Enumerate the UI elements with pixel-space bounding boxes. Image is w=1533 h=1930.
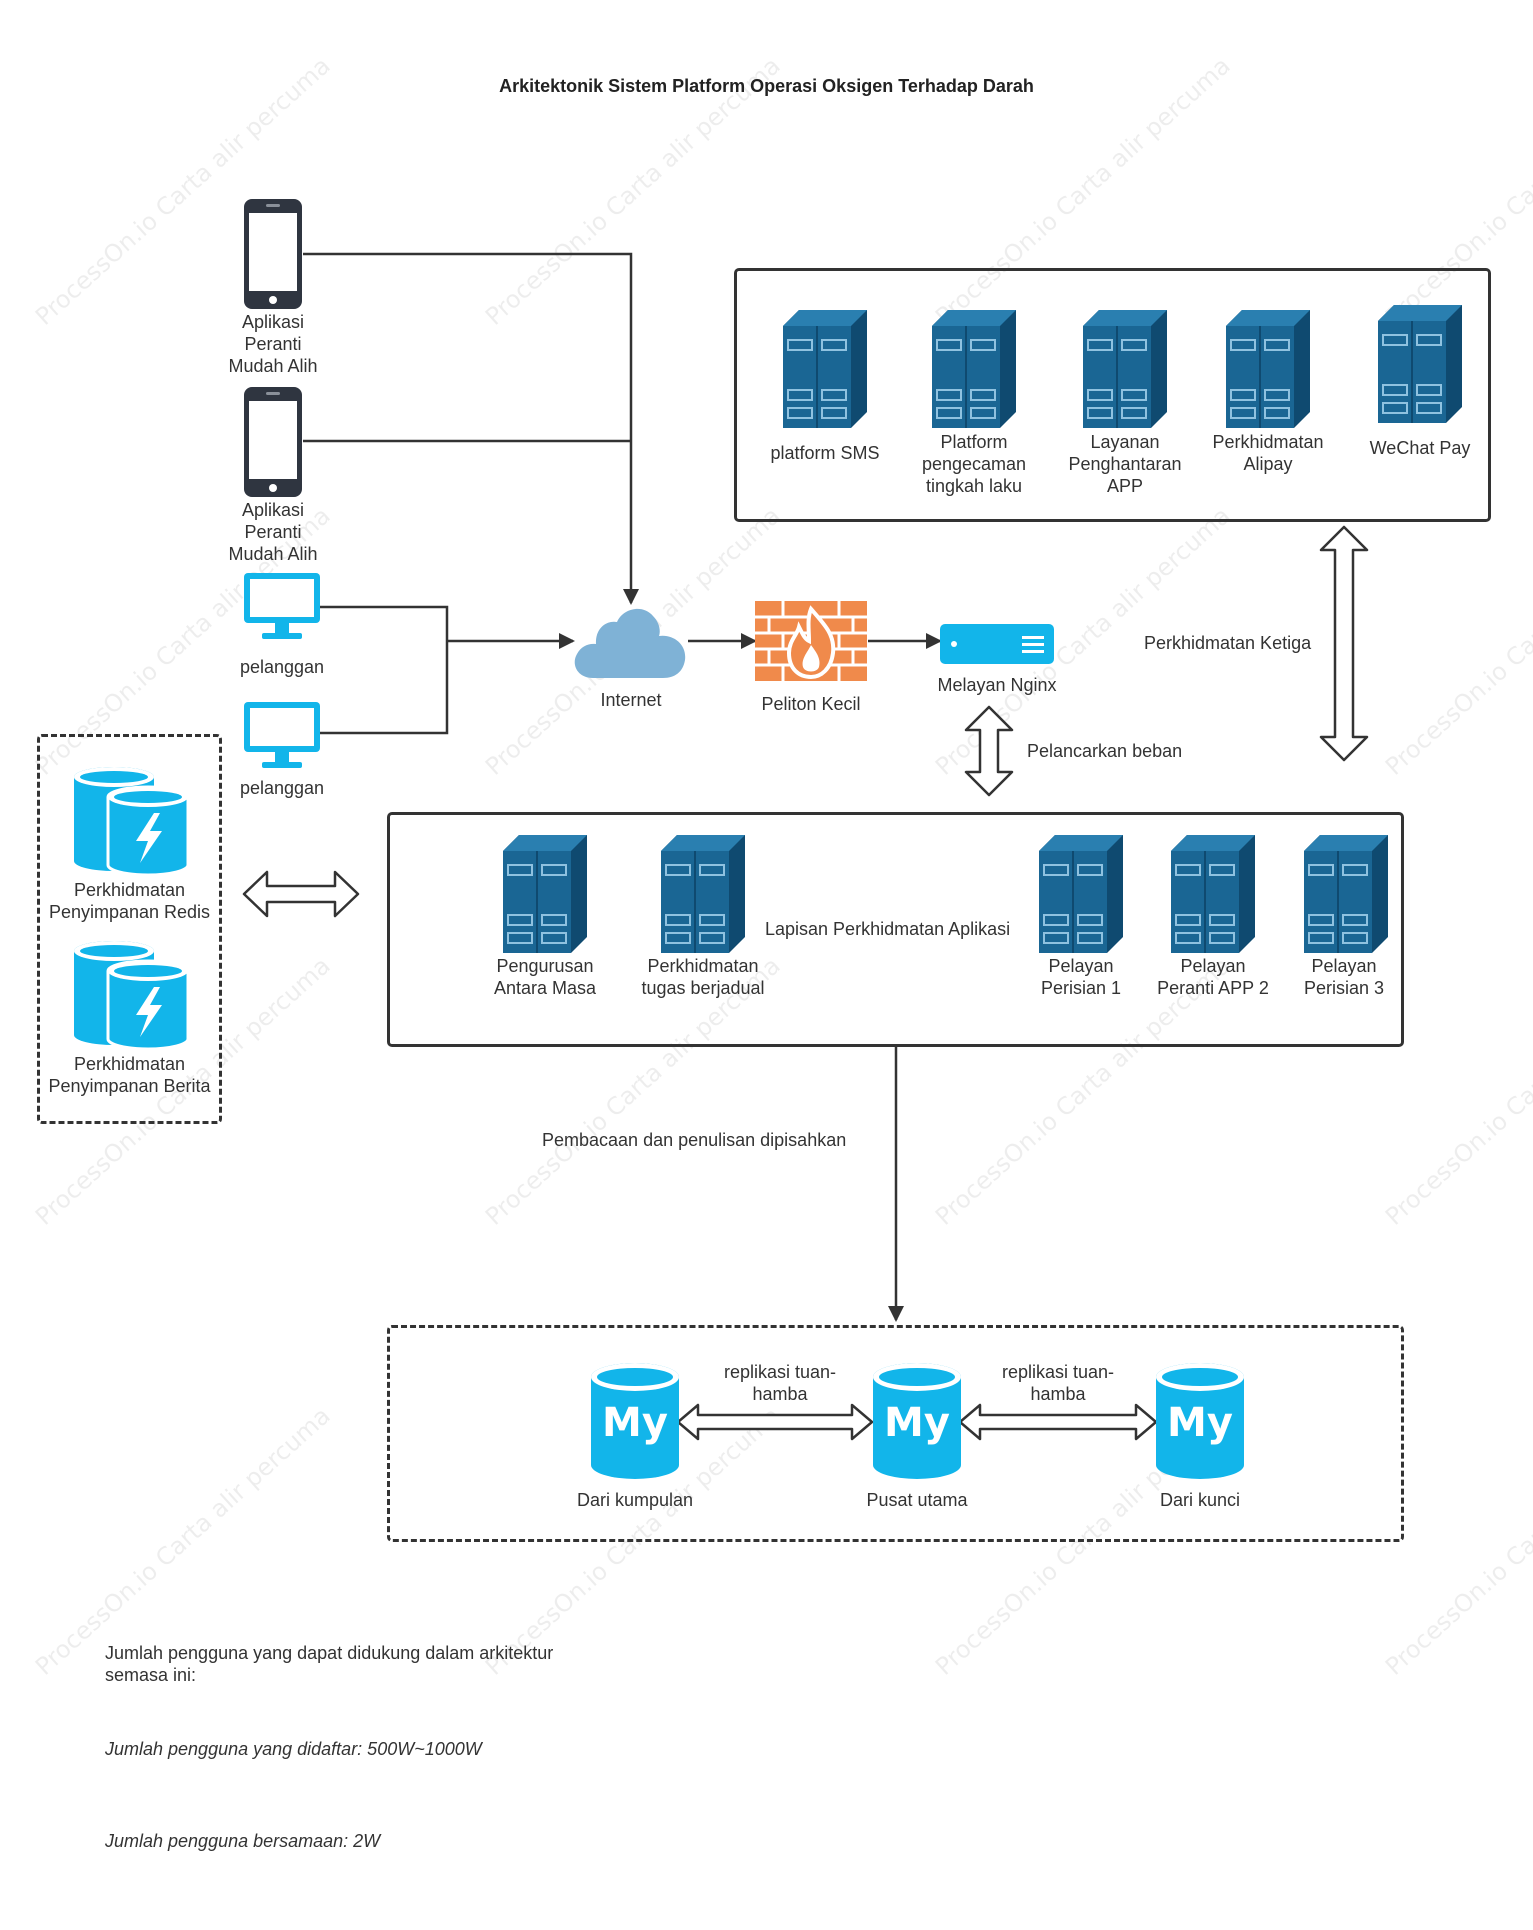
software-server-3-icon [1304, 835, 1388, 953]
sms-platform-label: platform SMS [770, 443, 880, 463]
software-server-1-label: Pelayan Perisian 1 [1040, 956, 1122, 998]
load-balance-double-arrow [964, 705, 1014, 797]
client-label: pelanggan [239, 657, 325, 677]
app-push-server-icon [1083, 310, 1167, 428]
mysql-database-icon [1156, 1363, 1244, 1479]
client-label: pelanggan [239, 778, 325, 798]
mysql-database-icon [873, 1363, 961, 1479]
mobile-app-label: Aplikasi Peranti Mudah Alih [228, 312, 318, 376]
pc-to-internet-lines [320, 605, 575, 735]
mysql-logo-text: My [602, 1400, 668, 1446]
mobile-phone-icon [244, 387, 302, 497]
behavior-recognition-label: Platform pengecaman tingkah laku [921, 432, 1027, 496]
software-server-1-icon [1039, 835, 1123, 953]
internet-label: Internet [600, 690, 662, 710]
concurrent-users-note: Jumlah pengguna bersamaan: 2W [105, 1831, 381, 1851]
replication-label: replikasi tuan- hamba [1001, 1362, 1115, 1404]
app-device-server-2-label: Pelayan Peranti APP 2 [1157, 956, 1269, 998]
cache-double-arrow [242, 870, 360, 918]
alipay-server-icon [1226, 310, 1310, 428]
cloud-icon [574, 608, 686, 678]
load-balance-label: Pelancarkan beban [1027, 741, 1183, 761]
message-storage-label: Perkhidmatan Penyimpanan Berita [48, 1054, 211, 1096]
firewall-icon [755, 601, 867, 681]
nginx-label: Melayan Nginx [937, 675, 1057, 695]
alipay-label: Perkhidmatan Alipay [1212, 432, 1324, 474]
third-party-label: Perkhidmatan Ketiga [1144, 633, 1312, 653]
mobile-app-label: Aplikasi Peranti Mudah Alih [228, 500, 318, 564]
wechat-pay-server-icon [1378, 305, 1462, 423]
db-node-label: Pusat utama [866, 1490, 968, 1510]
app-service-layer-box [387, 812, 1404, 1047]
mobile-phone-icon [244, 199, 302, 309]
rw-split-label: Pembacaan dan penulisan dipisahkan [542, 1130, 847, 1150]
wechat-pay-label: WeChat Pay [1369, 438, 1471, 458]
sms-server-icon [783, 310, 867, 428]
registered-users-note: Jumlah pengguna yang didaftar: 500W~1000… [105, 1739, 482, 1759]
mobile-to-internet-lines [303, 252, 639, 605]
app-device-server-2-icon [1171, 835, 1255, 953]
message-storage-icon [74, 941, 190, 1051]
realtime-management-label: Pengurusan Antara Masa [493, 956, 597, 998]
mysql-database-icon [591, 1363, 679, 1479]
scheduled-task-label: Perkhidmatan tugas berjadual [641, 956, 765, 998]
mysql-logo-text: My [1167, 1400, 1233, 1446]
replication-double-arrow-2 [958, 1403, 1158, 1441]
third-party-double-arrow [1319, 525, 1369, 762]
third-party-services-box [734, 268, 1491, 522]
redis-storage-icon [74, 767, 190, 877]
realtime-management-server-icon [503, 835, 587, 953]
diagram-title: Arkitektonik Sistem Platform Operasi Oks… [499, 76, 1034, 96]
replication-double-arrow-1 [676, 1403, 874, 1441]
firewall-label: Peliton Kecil [761, 694, 861, 714]
capacity-intro-note: Jumlah pengguna yang dapat didukung dala… [105, 1643, 554, 1685]
app-push-label: Layanan Penghantaran APP [1068, 432, 1182, 496]
nginx-server-icon [940, 624, 1054, 664]
behavior-recognition-server-icon [932, 310, 1016, 428]
db-node-label: Dari kumpulan [576, 1490, 694, 1510]
app-layer-label: Lapisan Perkhidmatan Aplikasi [765, 919, 1011, 939]
db-node-label: Dari kunci [1159, 1490, 1241, 1510]
cache-services-box [37, 734, 222, 1124]
software-server-3-label: Pelayan Perisian 3 [1303, 956, 1385, 998]
monitor-icon [244, 573, 320, 639]
monitor-icon [244, 702, 320, 768]
scheduled-task-server-icon [661, 835, 745, 953]
database-cluster-box [387, 1325, 1404, 1542]
redis-storage-label: Perkhidmatan Penyimpanan Redis [48, 880, 211, 922]
replication-label: replikasi tuan- hamba [723, 1362, 837, 1404]
mysql-logo-text: My [884, 1400, 950, 1446]
